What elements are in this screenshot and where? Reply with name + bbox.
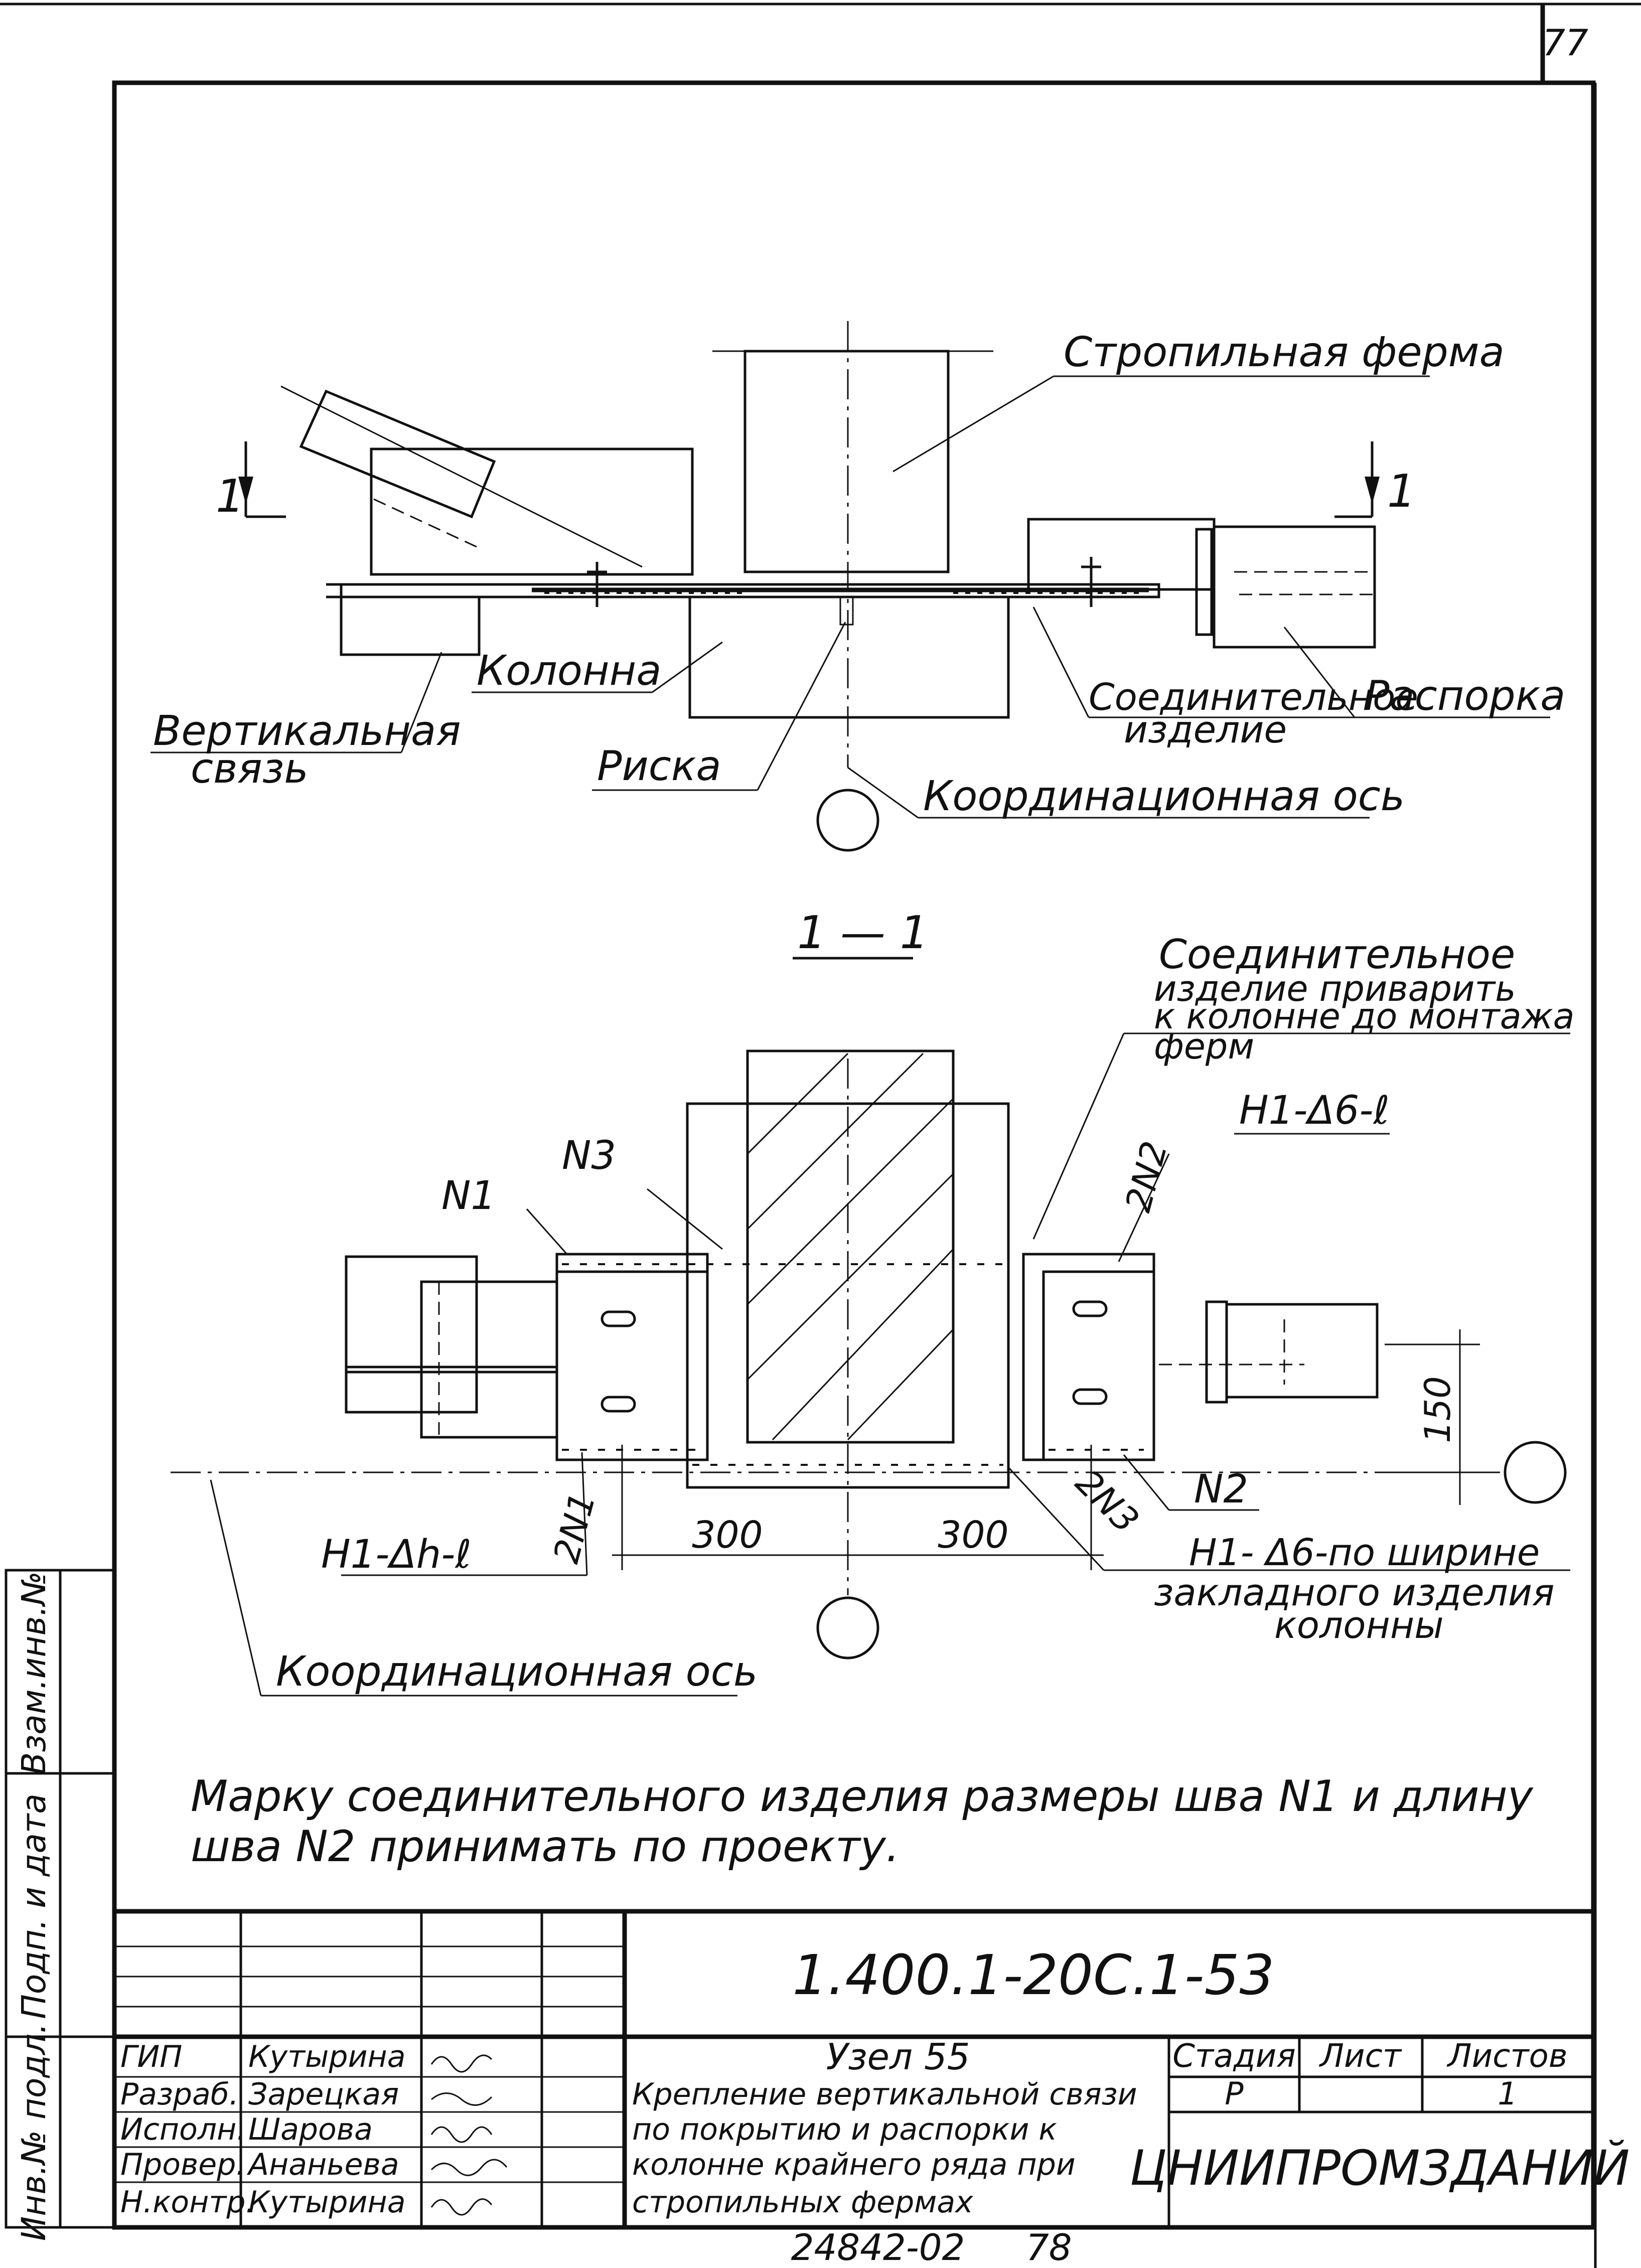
vertical-brace-member (299, 389, 496, 519)
bottom-code: 24842-02 (791, 2226, 965, 2268)
svg-text:1: 1 (1387, 465, 1416, 518)
label-column: Колонна (477, 647, 661, 695)
name-2: Зарецкая (248, 2077, 399, 2112)
stamp-vzam-inv: Взам.инв.№ (15, 1571, 53, 1775)
leader-lines (151, 375, 1550, 819)
weld-right-label-2: закладного изделия (1154, 1571, 1555, 1614)
weld-right-label-1: H1- Δ6-по ширине (1189, 1531, 1540, 1574)
label-connector-1: Соединительное (1089, 676, 1418, 719)
risk-mark (839, 596, 854, 626)
section-leaders (210, 1032, 1570, 1697)
weld-marks-section (562, 1263, 1144, 1466)
concrete-hatch (747, 1052, 954, 1441)
mark-n3: N3 (562, 1133, 616, 1178)
axis-marker-circle (816, 789, 879, 852)
strut-member (1213, 525, 1376, 649)
mark-2n3: 2N3 (1068, 1462, 1147, 1541)
mark-2n1: 2N1 (545, 1488, 604, 1568)
label-vertical-brace-2: связь (191, 745, 309, 793)
organization: ЦНИИПРОМЗДАНИЙ (1130, 2140, 1630, 2196)
label-axis-bottom: Координационная ось (276, 1648, 758, 1696)
mark-n1: N1 (441, 1173, 496, 1219)
name-5: Кутырина (248, 2185, 406, 2220)
desc-line-3: колонне крайнего ряда при (632, 2147, 1076, 2182)
desc-line-4: стропильных фермах (632, 2185, 973, 2220)
truss-member (743, 350, 950, 573)
doc-code: 1.400.1-20С.1-53 (793, 1943, 1275, 2007)
stage-value: Р (1225, 2075, 1244, 2112)
drawing-frame (0, 3, 1641, 2268)
label-mark: Риска (597, 742, 721, 790)
stamp-inv-podl: Инв.№ подл. (15, 2023, 53, 2241)
section-marker-right: 1 (1334, 441, 1416, 518)
side-stamp: Инв.№ подл. Подп. и дата Взам.инв.№ (5, 1569, 116, 2241)
signatures (430, 2054, 508, 2216)
dim-left: 300 (692, 1514, 763, 1557)
label-vertical-brace-1: Вертикальная (153, 707, 461, 755)
node-title: Узел 55 (826, 2036, 970, 2078)
bolt-icons (587, 557, 1101, 607)
section-view: 1 — 1 (171, 906, 1575, 1697)
label-axis-top: Координационная ось (923, 773, 1405, 820)
dim-vert: 150 (1417, 1376, 1458, 1443)
role-5: Н.контр. (120, 2185, 255, 2220)
mark-2n2: 2N2 (1117, 1137, 1175, 1217)
sheet-header: Лист (1319, 2038, 1402, 2075)
bottom-page: 78 (1026, 2226, 1072, 2268)
desc-line-1: Крепление вертикальной связи (632, 2077, 1137, 2112)
strut-section (1225, 1303, 1379, 1399)
label-connector-2: изделие (1124, 708, 1287, 751)
weld-left-label: H1-Δh-ℓ (321, 1532, 472, 1577)
name-4: Ананьева (246, 2147, 399, 2182)
note-connector-4: ферм (1154, 1026, 1254, 1067)
plan-view: 1 1 Стропильная ферма Колонна (151, 321, 1565, 852)
bolt-icons-section (601, 1300, 1108, 1413)
role-3: Исполн. (120, 2112, 246, 2147)
desc-line-2: по покрытию и распорки к (632, 2112, 1057, 2147)
title-block: 1.400.1-20С.1-53 ГИП Кутырина Разраб. За… (114, 1909, 1630, 2227)
sheets-value: 1 (1498, 2075, 1517, 2112)
section-title: 1 — 1 (797, 906, 929, 959)
label-strut: Распорка (1365, 672, 1565, 720)
note-line-1: Марку соединительного изделия размеры шв… (191, 1771, 1534, 1822)
axis-marker-circle-right (1504, 1441, 1567, 1504)
svg-text:1: 1 (216, 470, 244, 523)
note-connector-1: Соединительное (1159, 931, 1515, 978)
column-block (688, 595, 1010, 719)
label-truss: Стропильная ферма (1064, 329, 1505, 376)
role-1: ГИП (120, 2039, 182, 2074)
stamp-podp-data: Подп. и дата (15, 1793, 53, 2019)
dim-right: 300 (938, 1514, 1008, 1557)
section-marker-left: 1 (216, 441, 286, 523)
column-section (746, 1049, 955, 1444)
note-connector-2: изделие приварить (1154, 968, 1516, 1009)
sheets-header: Листов (1446, 2038, 1567, 2075)
weld-right-label-3: колонны (1274, 1604, 1444, 1647)
name-3: Шарова (248, 2112, 373, 2147)
role-4: Провер. (120, 2147, 245, 2182)
role-2: Разраб. (120, 2077, 239, 2112)
note-line-2: шва N2 принимать по проекту. (191, 1822, 900, 1872)
name-1: Кутырина (248, 2039, 406, 2074)
weld-top-label: H1-Δ6-ℓ (1239, 1088, 1390, 1133)
note-connector-3: к колонне до монтажа (1154, 996, 1575, 1037)
stage-header: Стадия (1172, 2038, 1296, 2075)
axis-marker-circle-bottom (816, 1596, 879, 1659)
mark-n2: N2 (1194, 1467, 1248, 1512)
page-number: 77 (1542, 22, 1588, 64)
